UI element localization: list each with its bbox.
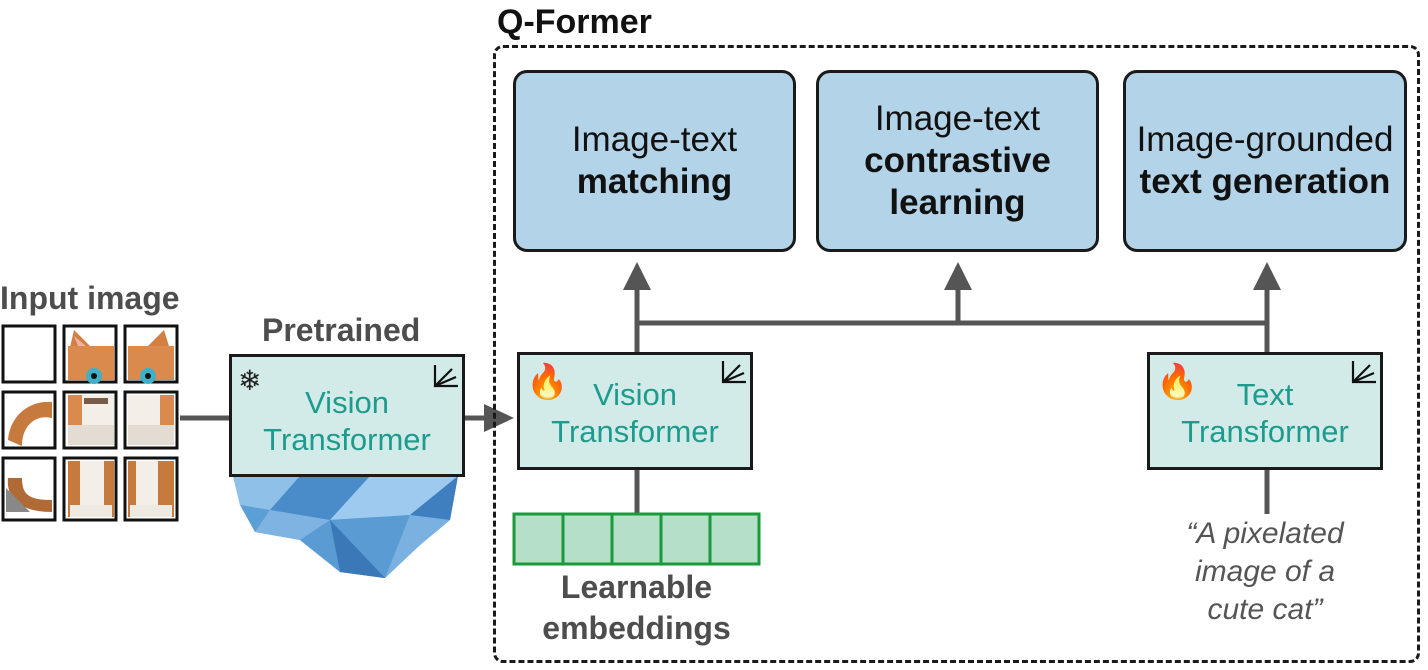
qtext-name-line1: Text: [1236, 377, 1294, 412]
arrowhead-to-task1: [623, 262, 651, 290]
arrowhead-to-task2: [944, 262, 972, 290]
fire-icon: 🔥: [526, 363, 569, 401]
task-line1: Image-grounded: [1136, 120, 1394, 159]
task-image-text-matching: Image-text matching: [513, 70, 796, 252]
task-line3: learning: [889, 183, 1026, 222]
pretrained-name-line2: Transformer: [263, 422, 431, 457]
embeddings-label-line1: Learnable: [560, 569, 713, 605]
caption-line1: “A pixelated: [1186, 517, 1344, 550]
snowflake-icon: ❄: [238, 365, 262, 396]
embedding-cell: [659, 512, 712, 566]
task-line1: Image-text: [571, 120, 738, 159]
qformer-vision-transformer: 🔥 Vision Transformer: [517, 352, 753, 470]
arrowhead-to-qvision: [484, 404, 514, 432]
fire-icon: 🔥: [1156, 363, 1199, 401]
embeddings-label: Learnable embeddings: [514, 567, 759, 649]
task-image-text-contrastive: Image-text contrastive learning: [816, 70, 1099, 252]
pretrained-name-line1: Vision: [305, 385, 389, 420]
embeddings-bar: [512, 512, 761, 566]
ice-icon: [233, 476, 458, 578]
qformer-text-transformer: 🔥 Text Transformer: [1147, 352, 1383, 470]
task-line1: Image-text: [874, 99, 1041, 138]
embeddings-label-line2: embeddings: [542, 610, 731, 646]
embedding-cell: [512, 512, 565, 566]
pretrained-label: Pretrained: [262, 312, 421, 348]
qtext-name-line2: Transformer: [1181, 414, 1349, 449]
qformer-title: Q-Former: [497, 3, 652, 41]
embedding-cell: [610, 512, 663, 566]
task-line2: contrastive: [864, 141, 1051, 180]
qvision-name-line1: Vision: [593, 377, 677, 412]
pretrained-vision-transformer: ❄ Vision Transformer: [229, 354, 465, 477]
task-line2: matching: [576, 162, 733, 201]
caption-text: “A pixelated image of a cute cat”: [1130, 515, 1400, 629]
qformer-container: [493, 45, 1420, 663]
qvision-name-line2: Transformer: [551, 414, 719, 449]
caption-line2: image of a: [1194, 555, 1336, 588]
axes-icon: [433, 365, 458, 388]
task-line2: text generation: [1139, 162, 1391, 201]
cat-image: [6, 330, 174, 517]
embedding-cell: [708, 512, 761, 566]
arrowhead-to-task3: [1253, 262, 1281, 290]
input-image-label: Input image: [0, 280, 180, 316]
axes-icon: [721, 361, 746, 384]
task-image-grounded-text-generation: Image-grounded text generation: [1123, 70, 1407, 252]
caption-line3: cute cat”: [1207, 593, 1323, 626]
embedding-cell: [561, 512, 614, 566]
axes-icon: [1351, 361, 1376, 384]
